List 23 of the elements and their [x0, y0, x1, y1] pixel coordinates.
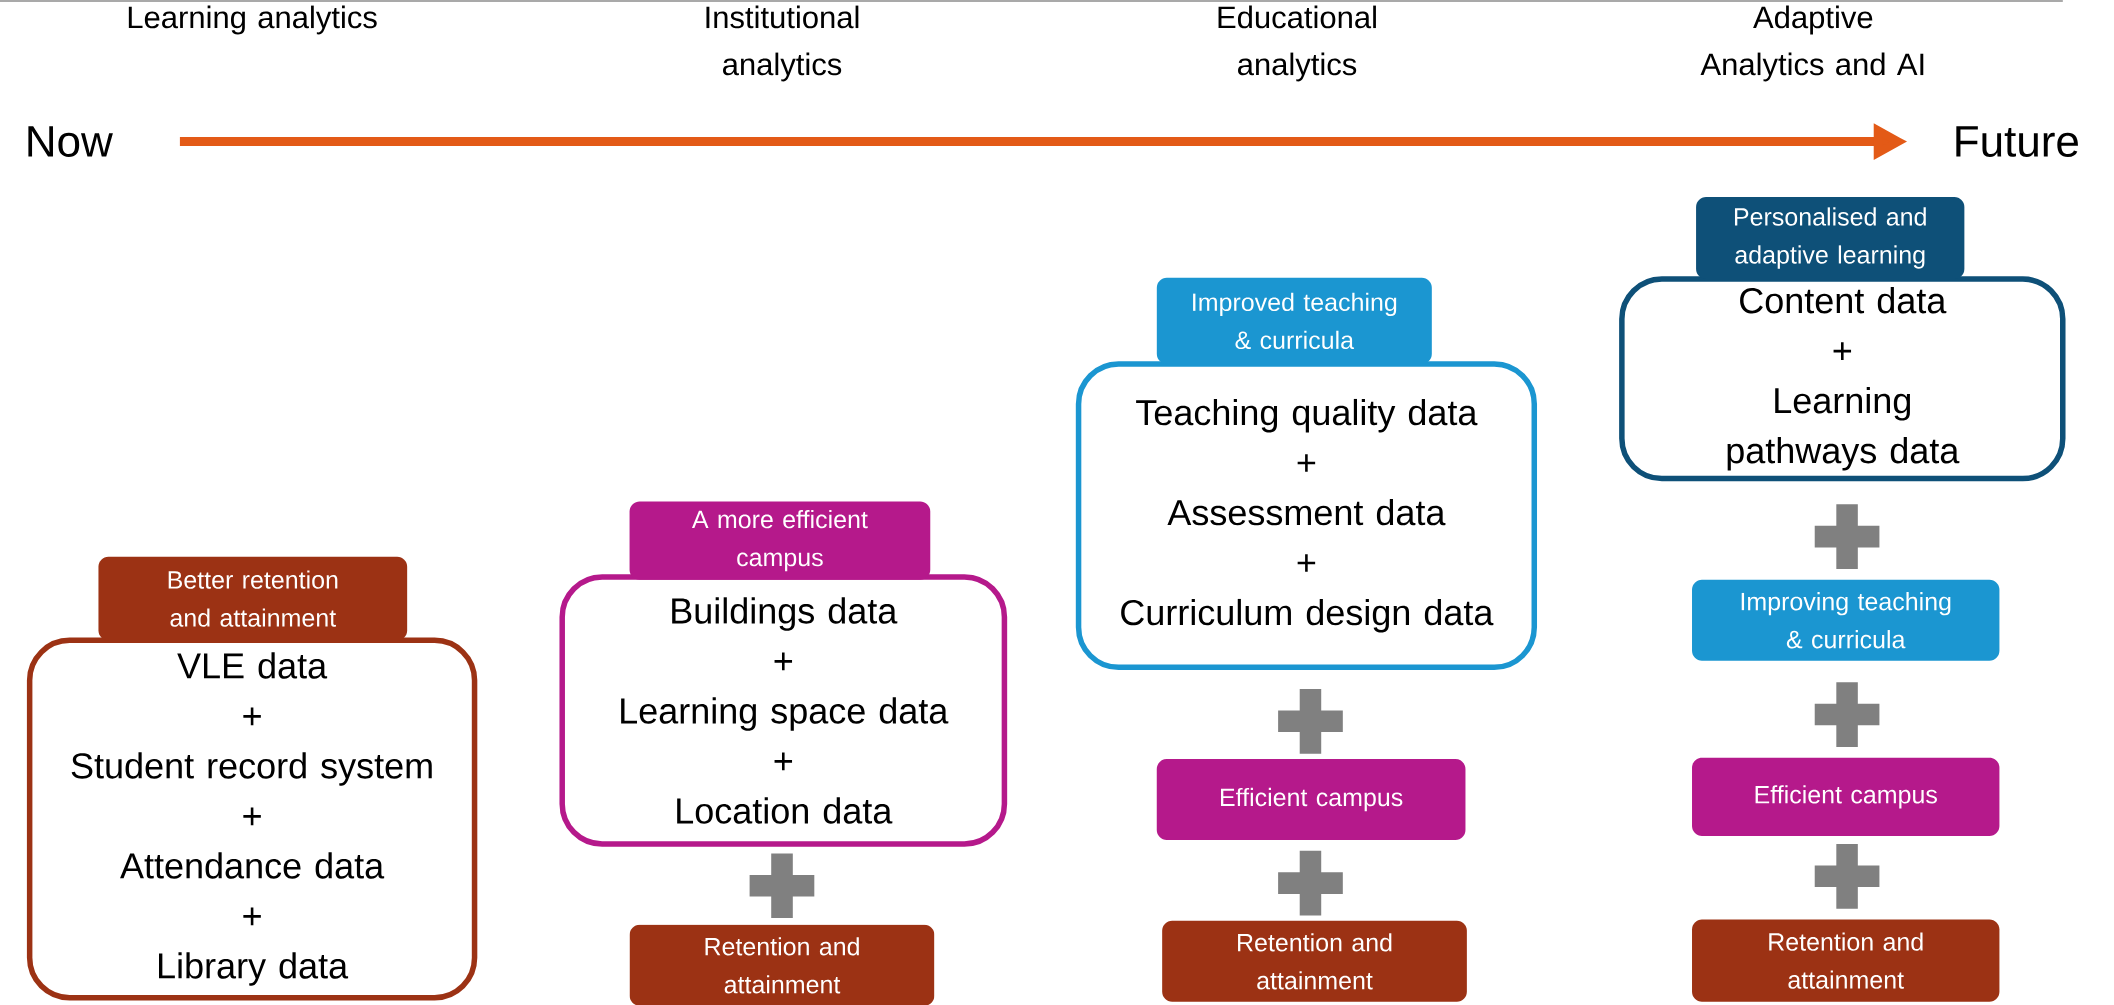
node-label: Better retention and attainment: [168, 570, 338, 627]
outcome-tab: Improving teaching & curricula: [1692, 579, 2000, 661]
outcome-tab: A more efficient campus: [629, 501, 931, 580]
timeline-label: Now: [28, 126, 113, 157]
data-box: Buildings data + Learning space data + Location data: [559, 574, 1008, 847]
outcome-tab: Personalised and adaptive learning: [1696, 196, 1965, 280]
outcome-tab: Better retention and attainment: [98, 556, 408, 641]
data-box: Content data + Learning pathways data: [1619, 276, 2066, 482]
timeline-label: Future: [1956, 126, 2078, 157]
outcome-tab: Efficient campus: [1692, 757, 2000, 836]
outcome-tab: Retention and attainment: [629, 924, 935, 1005]
outcome-tab: Improved teaching & curricula: [1156, 277, 1432, 365]
outcome-tab: Retention and attainment: [1692, 919, 2000, 1002]
data-box: VLE data + Student record system + Attendance data + Library data: [26, 637, 478, 1001]
outcome-tab: Efficient campus: [1156, 759, 1466, 840]
stage-heading: Institutional analytics: [706, 5, 859, 82]
stage-heading: Learning analytics: [128, 5, 377, 35]
node-label: Improved teaching & curricula: [1193, 292, 1397, 350]
stage-heading: Educational analytics: [1218, 5, 1376, 82]
node-label: Personalised and adaptive learning: [1734, 207, 1926, 269]
outcome-tab: Retention and attainment: [1162, 920, 1467, 1002]
stage-heading: Adaptive Analytics and AI: [1700, 5, 1924, 82]
data-box: Teaching quality data + Assessment data + Curriculum design data: [1075, 361, 1537, 671]
